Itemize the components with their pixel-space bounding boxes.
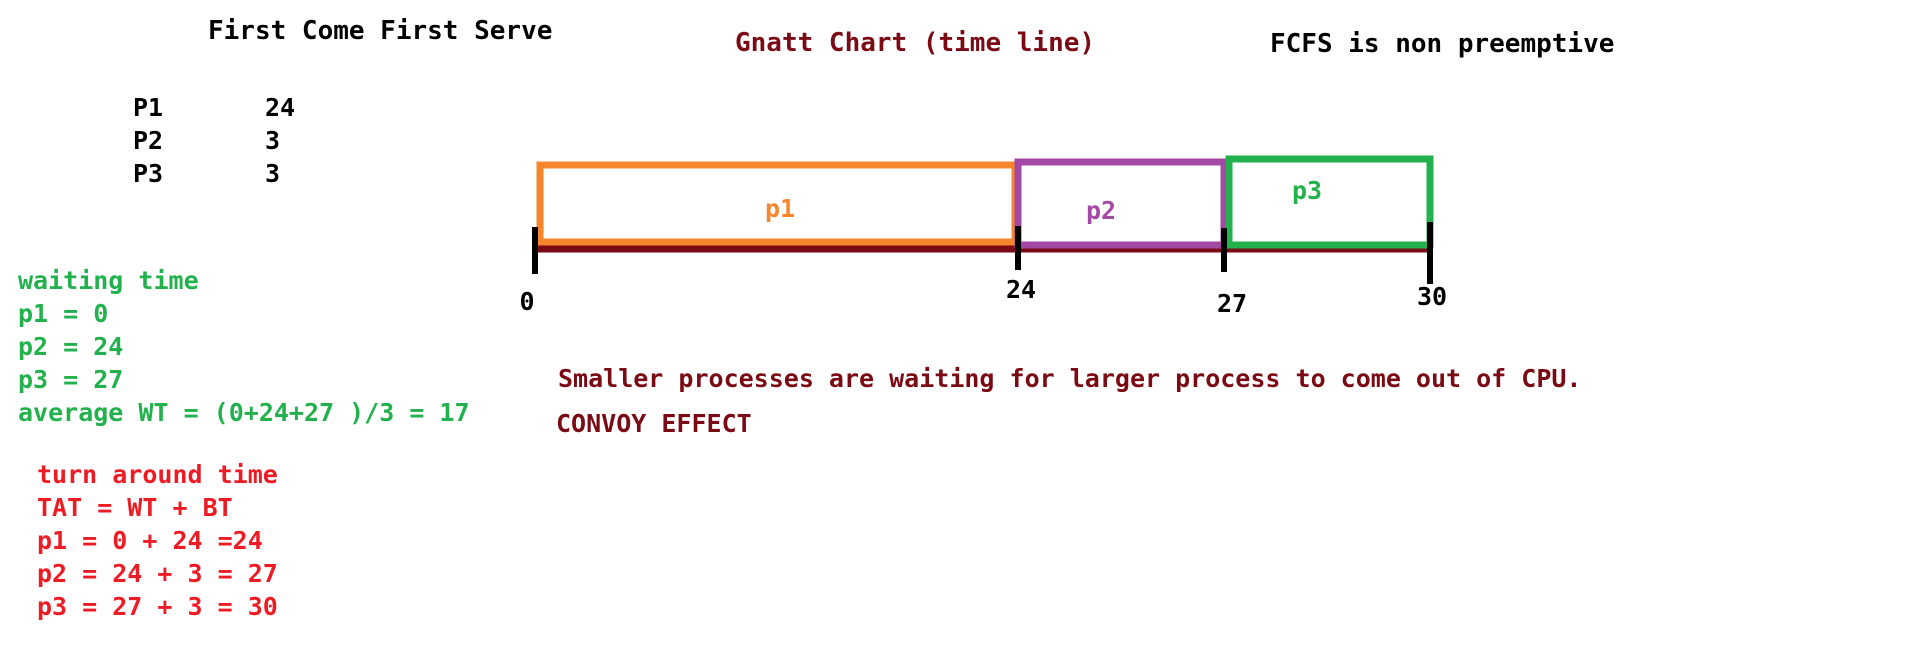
waiting-time-line: p2 = 24 [18,332,124,361]
waiting-time-line: p3 = 27 [18,365,124,394]
process-name: P3 [133,159,164,188]
waiting-time-title: waiting time [18,266,199,295]
turnaround-formula: TAT = WT + BT [37,493,233,522]
process-burst: 3 [265,159,281,188]
page-title: First Come First Serve [208,16,553,46]
gantt-block-label-p1: p1 [765,194,795,223]
fcfs-note: FCFS is non preemptive [1270,29,1615,59]
timeline-tick-label: 30 [1417,282,1447,311]
convoy-effect-label: CONVOY EFFECT [556,409,752,438]
turnaround-line: p1 = 0 + 24 =24 [37,526,263,555]
process-burst: 3 [265,126,281,155]
gantt-block-label-p2: p2 [1086,196,1116,225]
gantt-block-p2 [1014,158,1228,249]
average-waiting-time: average WT = (0+24+27 )/3 = 17 [18,398,470,427]
turnaround-time-title: turn around time [37,460,278,489]
gantt-block-label-p3: p3 [1292,176,1322,205]
timeline-tick-label: 27 [1217,289,1247,318]
turnaround-line: p3 = 27 + 3 = 30 [37,592,278,621]
process-name: P1 [133,93,164,122]
timeline-tick-label: 24 [1006,275,1036,304]
timeline-tick-label: 0 [519,287,534,316]
gantt-title: Gnatt Chart (time line) [735,28,1096,58]
waiting-time-line: p1 = 0 [18,299,109,328]
gantt-block-p3 [1225,155,1434,249]
process-name: P2 [133,126,164,155]
turnaround-line: p2 = 24 + 3 = 27 [37,559,278,588]
process-burst: 24 [265,93,296,122]
convoy-explanation: Smaller processes are waiting for larger… [558,364,1582,393]
